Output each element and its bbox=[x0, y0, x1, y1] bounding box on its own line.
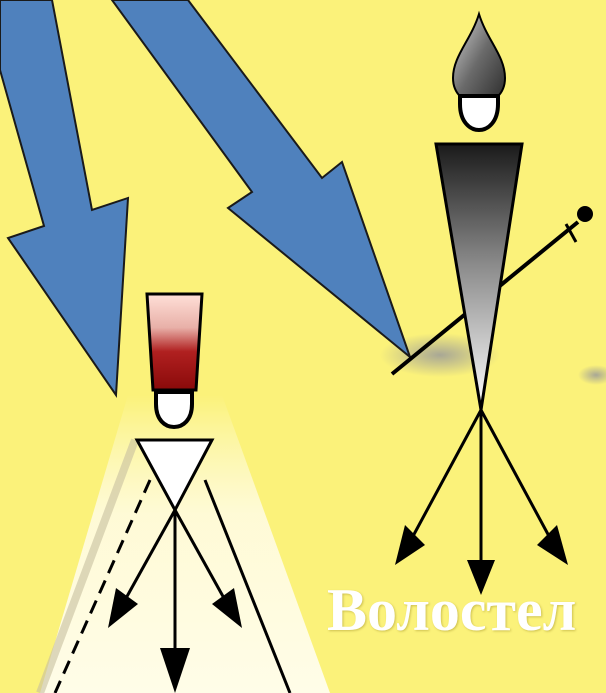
cut-text-fragment bbox=[0, 682, 606, 693]
right-figure bbox=[392, 14, 593, 595]
caption-text: Волостел bbox=[327, 580, 576, 640]
left-blue-arrow bbox=[0, 0, 128, 395]
